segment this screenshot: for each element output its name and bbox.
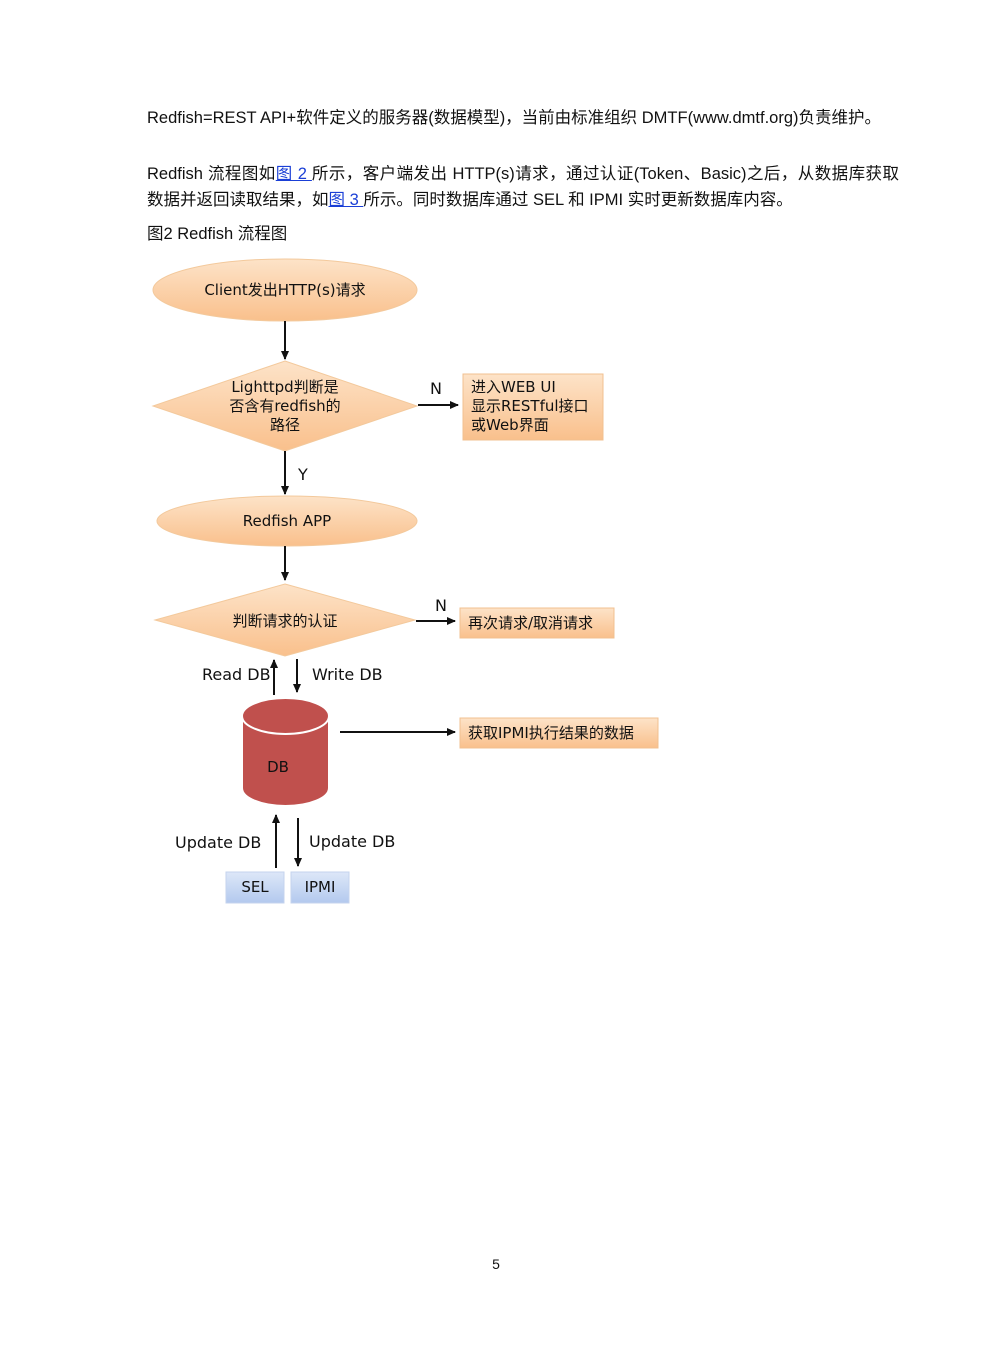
sel-node: SEL <box>225 871 285 904</box>
figure-caption: 图2 Redfish 流程图 <box>147 225 288 243</box>
edge-label-write-db: Write DB <box>312 665 383 684</box>
p2-text-middle: 所示，客户端发出 HTTP(s)请求，通过认证(Token、Basic)之后，从… <box>147 165 899 209</box>
edge-label-read-db: Read DB <box>202 665 271 684</box>
client-request-label: Client发出HTTP(s)请求 <box>204 281 365 299</box>
decision-auth-label: 判断请求的认证 <box>232 612 337 630</box>
decision-path-label-2: 否含有redfish的 <box>229 397 340 415</box>
web-ui-label-1: 进入WEB UI <box>471 378 556 396</box>
edge-label-no-2: N <box>435 596 447 615</box>
db-label: DB <box>267 758 289 776</box>
retry-cancel-node: 再次请求/取消请求 <box>459 607 615 639</box>
ipmi-result-label: 获取IPMI执行结果的数据 <box>468 724 634 742</box>
decision-path-label-3: 路径 <box>270 416 300 434</box>
edge-label-update-db-right: Update DB <box>309 832 395 851</box>
redfish-app-node: Redfish APP <box>156 495 418 547</box>
client-request-node: Client发出HTTP(s)请求 <box>152 258 418 322</box>
edge-label-no-1: N <box>430 379 442 398</box>
decision-path-label-1: Lighttpd判断是 <box>231 378 338 396</box>
p2-text-start: Redfish 流程图如 <box>147 165 276 183</box>
edge-label-update-db-left: Update DB <box>175 833 261 852</box>
web-ui-label-2: 显示RESTful接口 <box>471 397 589 415</box>
decision-path-node: Lighttpd判断是 否含有redfish的 路径 <box>151 360 419 452</box>
retry-cancel-label: 再次请求/取消请求 <box>468 614 593 632</box>
figure-3-link[interactable]: 图 3 <box>328 191 364 209</box>
intro-paragraph: Redfish=REST API+软件定义的服务器(数据模型)，当前由标准组织 … <box>147 109 882 127</box>
redfish-app-label: Redfish APP <box>243 512 331 530</box>
web-ui-node: 进入WEB UI 显示RESTful接口 或Web界面 <box>462 373 604 441</box>
ipmi-node: IPMI <box>290 871 350 904</box>
edge-label-yes: Y <box>297 465 308 484</box>
figure-2-link[interactable]: 图 2 <box>275 165 312 183</box>
web-ui-label-3: 或Web界面 <box>471 416 549 434</box>
ipmi-label: IPMI <box>305 878 336 896</box>
db-node: DB <box>241 697 330 807</box>
ipmi-result-node: 获取IPMI执行结果的数据 <box>459 717 659 749</box>
flow-description-paragraph: Redfish 流程图如图 2 所示，客户端发出 HTTP(s)请求，通过认证(… <box>147 161 899 213</box>
page-number: 5 <box>492 1256 500 1272</box>
decision-auth-node: 判断请求的认证 <box>153 583 417 657</box>
p2-text-end: 所示。同时数据库通过 SEL 和 IPMI 实时更新数据库内容。 <box>363 191 793 209</box>
sel-label: SEL <box>241 878 269 896</box>
